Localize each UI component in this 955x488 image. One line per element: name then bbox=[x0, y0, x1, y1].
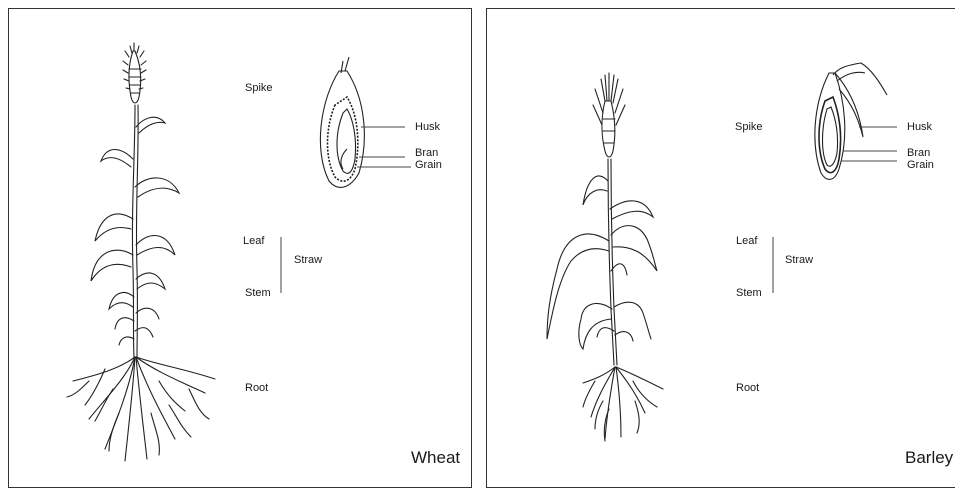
barley-panel: Spike Husk Bran Grain Leaf Straw Stem Ro… bbox=[486, 8, 955, 488]
grain-label: Grain bbox=[907, 159, 934, 172]
plant-name-barley: Barley bbox=[905, 448, 953, 468]
wheat-plant-illustration bbox=[9, 9, 473, 473]
straw-label: Straw bbox=[785, 254, 813, 267]
spike-label: Spike bbox=[245, 82, 273, 95]
barley-plant-illustration bbox=[487, 9, 955, 473]
root-label: Root bbox=[736, 382, 759, 395]
husk-label: Husk bbox=[907, 121, 932, 134]
stem-label: Stem bbox=[736, 287, 762, 300]
wheat-spike-drawing bbox=[123, 43, 146, 103]
leaf-label: Leaf bbox=[243, 235, 264, 248]
husk-label: Husk bbox=[415, 121, 440, 134]
barley-root-drawing bbox=[583, 367, 663, 441]
spike-label: Spike bbox=[735, 121, 763, 134]
wheat-grain-drawing bbox=[320, 57, 364, 187]
root-label: Root bbox=[245, 382, 268, 395]
wheat-panel: Spike Husk Bran Grain Leaf Straw Stem Ro… bbox=[8, 8, 472, 488]
grain-label: Grain bbox=[415, 159, 442, 172]
straw-label: Straw bbox=[294, 254, 322, 267]
wheat-root-drawing bbox=[67, 357, 215, 461]
leaf-label: Leaf bbox=[736, 235, 757, 248]
plant-name-wheat: Wheat bbox=[411, 448, 460, 468]
diagram-stage: Spike Husk Bran Grain Leaf Straw Stem Ro… bbox=[0, 0, 955, 472]
barley-spike-drawing bbox=[593, 73, 625, 157]
barley-grain-drawing bbox=[815, 63, 887, 179]
stem-label: Stem bbox=[245, 287, 271, 300]
